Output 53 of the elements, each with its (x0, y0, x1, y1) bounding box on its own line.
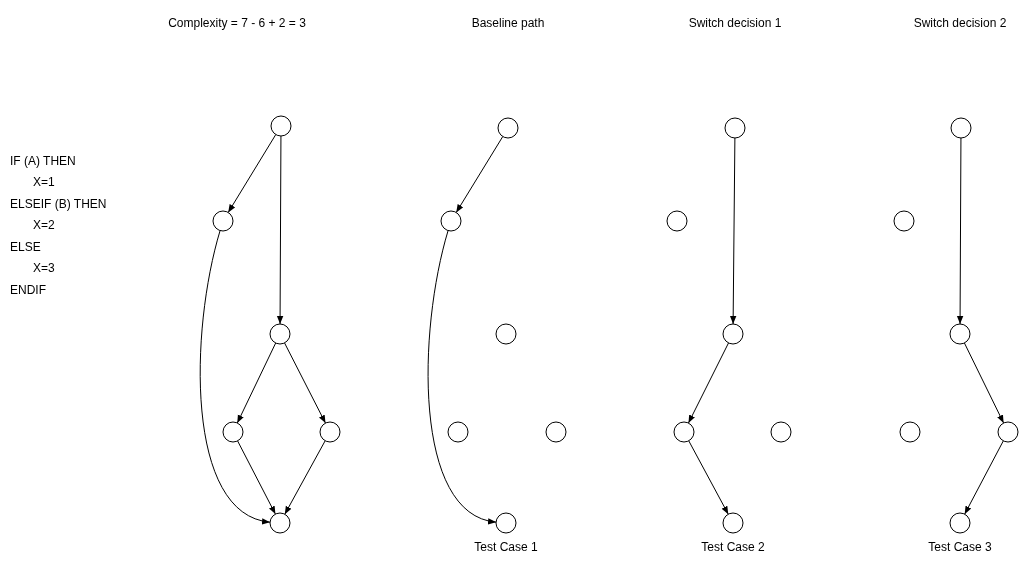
arrow (963, 342, 1005, 424)
graph-node-circle (770, 421, 792, 443)
arrow (284, 440, 326, 515)
arrow (729, 137, 737, 325)
graph-node-circle (722, 323, 744, 345)
arrow (284, 342, 326, 424)
graph-node-circle (893, 210, 915, 232)
arrow (427, 230, 497, 524)
column-heading: Baseline path (470, 16, 546, 30)
arrow (276, 135, 284, 325)
test-case-label: Test Case 2 (700, 540, 766, 554)
graph-node-circle (724, 117, 746, 139)
code-line: IF (A) THEN (10, 154, 76, 168)
graph-node-circle (440, 210, 462, 232)
code-line: X=1 (33, 175, 55, 189)
graph-node-circle (497, 117, 519, 139)
code-line: ENDIF (10, 283, 46, 297)
code-line: X=3 (33, 261, 55, 275)
graph-node-circle (495, 323, 517, 345)
arrow (964, 440, 1004, 515)
graph-node-circle (949, 512, 971, 534)
graph-node-circle (319, 421, 341, 443)
graph-node-circle (666, 210, 688, 232)
arrow (237, 440, 276, 515)
graph-node-circle (545, 421, 567, 443)
graph-node-circle (950, 117, 972, 139)
graph-node-circle (270, 115, 292, 137)
test-case-label: Test Case 3 (927, 540, 993, 554)
arrow (236, 342, 277, 424)
graph-node-circle (899, 421, 921, 443)
column-heading: Switch decision 1 (687, 16, 783, 30)
column-heading: Switch decision 2 (912, 16, 1008, 30)
graph-node-circle (949, 323, 971, 345)
arrow (956, 137, 964, 325)
graph-node-circle (269, 323, 291, 345)
column-heading: Complexity = 7 - 6 + 2 = 3 (167, 16, 307, 30)
arrow (688, 440, 729, 515)
test-case-label: Test Case 1 (473, 540, 539, 554)
arrow (199, 230, 271, 524)
graph-node-circle (722, 512, 744, 534)
graph-node-circle (269, 512, 291, 534)
graph-node-circle (212, 210, 234, 232)
arrow (687, 342, 730, 424)
graph-node-circle (447, 421, 469, 443)
graph-node-circle (997, 421, 1019, 443)
graph-node-circle (673, 421, 695, 443)
code-line: ELSEIF (B) THEN (10, 197, 107, 211)
code-line: X=2 (33, 218, 55, 232)
graph-node-circle (495, 512, 517, 534)
arrow (455, 136, 504, 213)
graph-node-circle (222, 421, 244, 443)
arrow (227, 134, 277, 213)
code-line: ELSE (10, 240, 41, 254)
